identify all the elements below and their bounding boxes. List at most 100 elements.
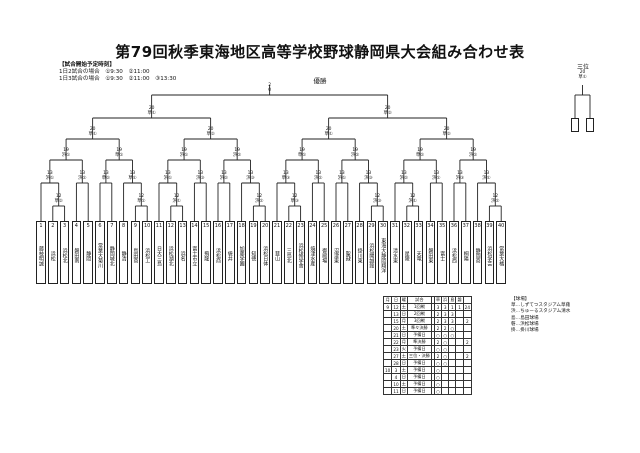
schedule-cell: 10 [391,380,401,388]
schedule-cell: ○ [433,373,443,381]
team-name: 三島北 [285,248,292,263]
schedule-cell: ○ [448,331,457,339]
schedule-cell: 土 [399,352,408,360]
match-venue: 草② [206,132,215,137]
match-venue: 浜③ [364,176,373,181]
match-venue: 浜② [233,153,242,158]
schedule-cell: 日 [399,331,408,339]
match-venue: 草③ [290,199,299,204]
schedule-header-cell: 曜 [399,296,408,304]
team-name: 浜松修学舎 [297,243,304,268]
match-date: 13 [197,171,204,176]
match-date: 19 [352,148,358,153]
schedule-header-cell: 試合 [406,296,432,304]
team-number: 29 [368,223,375,229]
match-date: 19 [63,148,69,153]
team-number: 28 [356,223,363,229]
match-venue: 草② [54,199,63,204]
schedule-cell [448,359,457,367]
schedule-cell [382,352,393,360]
schedule-cell: ○ [433,345,443,353]
match-venue: 草① [115,153,124,158]
schedule-cell [448,366,457,374]
schedule-cell: 28 [391,359,401,367]
schedule-cell: ○ [433,359,443,367]
team-name: 静清 [120,250,127,261]
team-name: 浜松日体 [262,245,269,266]
schedule-cell: 9 [382,303,393,311]
schedule-side-cell [462,373,473,381]
schedule-cell: ○ [433,387,443,395]
venue-legend: 【球場】 草…しずてつスタジアム草薙 浜…ちゅーるスタジアム清水 島…島田球場 … [511,297,570,334]
team-name: 焼津水産 [309,245,316,266]
schedule-cell: 3 [441,303,450,311]
schedule-cell [382,331,393,339]
team-name: 常葉大菊川 [96,243,103,268]
schedule-cell: 3 [391,366,401,374]
team-number: 9 [133,223,137,229]
schedule-cell [448,338,457,346]
match-date: 13 [483,171,490,176]
team-number: 11 [155,223,163,229]
match-venue: 浜① [432,176,441,181]
schedule-cell: 3 [448,317,457,325]
match-venue: 浜① [61,153,71,158]
schedule-cell: 日 [399,310,408,318]
schedule-cell [382,310,393,318]
match-venue: 草① [297,153,307,158]
team-name: 知徳 [250,250,257,261]
match-venue: 浜③ [455,176,465,181]
schedule-side-cell [462,387,473,395]
match-date: 2 [268,83,272,88]
schedule-header-cell: 草 [433,296,443,304]
schedule-cell [448,345,457,353]
match-date: 20 [89,127,96,132]
schedule-side-cell: 2 [462,317,473,325]
schedule-cell [441,387,450,395]
team-number: 22 [285,223,292,229]
team-name: 韮山 [273,250,280,261]
team-number: 19 [250,223,257,229]
team-number: 27 [344,223,351,229]
match-venue: 浜① [172,199,181,204]
team-name: 静岡 [85,250,92,261]
schedule-header-cell: 浜 [441,296,450,304]
match-venue: 草② [442,132,451,137]
match-venue: 草① [128,176,137,181]
match-date: 13 [283,171,289,176]
legend-line: 掛…掛川球場 [511,328,539,334]
schedule-cell: 3 [441,310,450,318]
schedule-cell: 土 [399,303,408,311]
match-date: 13 [401,171,407,176]
team-number: 32 [403,223,410,229]
team-number: 1 [39,223,43,229]
